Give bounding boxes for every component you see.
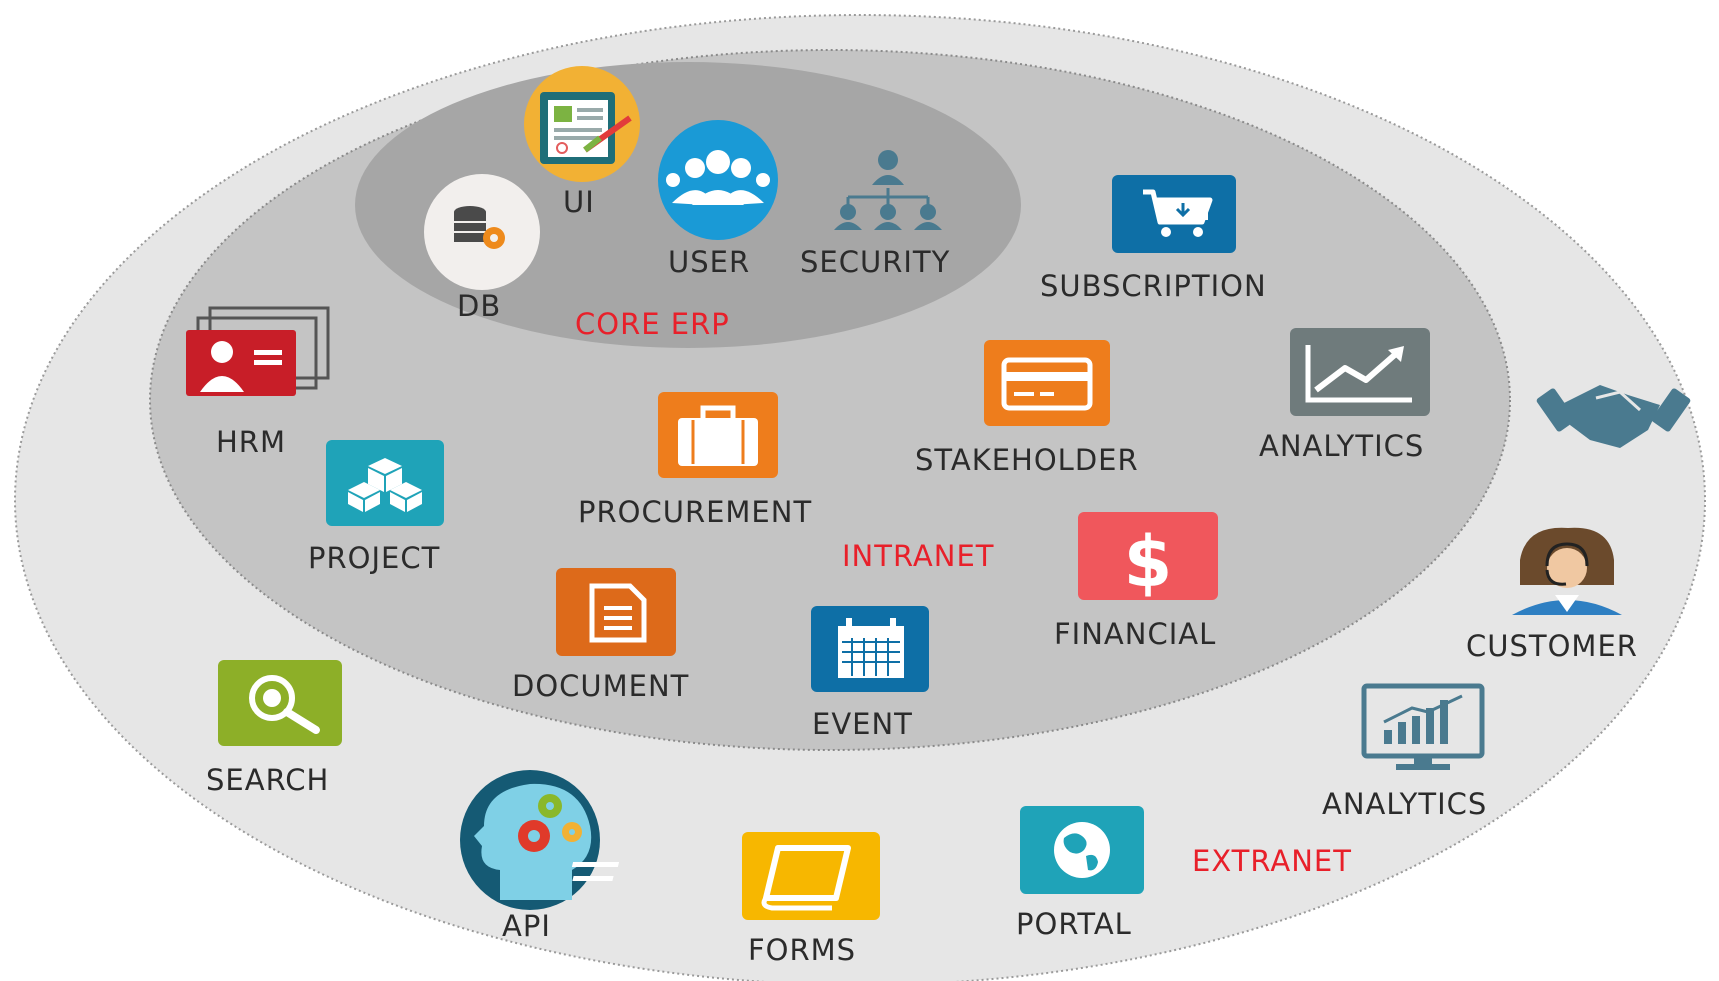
svg-text:$: $ xyxy=(1124,521,1173,603)
customer-support-icon[interactable] xyxy=(1508,527,1626,615)
db-icon[interactable] xyxy=(424,174,540,290)
security-label: SECURITY xyxy=(800,245,950,279)
extranet-label: EXTRANET xyxy=(1192,844,1352,878)
procurement-label: PROCUREMENT xyxy=(578,495,812,529)
calendar-icon[interactable] xyxy=(811,606,929,692)
search-label: SEARCH xyxy=(206,763,329,797)
db-label: DB xyxy=(457,289,501,323)
search-icon[interactable] xyxy=(218,660,342,746)
dollar-icon[interactable]: $ xyxy=(1078,512,1218,603)
cubes-icon[interactable] xyxy=(326,440,444,526)
document-icon[interactable] xyxy=(556,568,676,656)
intranet-label: INTRANET xyxy=(842,539,995,573)
monitor-analytics-icon[interactable] xyxy=(1361,683,1485,770)
shopping-cart-icon[interactable] xyxy=(1112,175,1236,253)
portal-label: PORTAL xyxy=(1016,907,1132,941)
line-chart-icon[interactable] xyxy=(1290,328,1430,416)
analytics-intranet-label: ANALYTICS xyxy=(1259,429,1424,463)
subscription-label: SUBSCRIPTION xyxy=(1040,269,1267,303)
security-hierarchy-icon[interactable] xyxy=(834,150,942,230)
ui-icon[interactable] xyxy=(524,66,640,182)
ui-label: UI xyxy=(563,185,595,219)
core-erp-label: CORE ERP xyxy=(575,307,730,341)
stakeholder-label: STAKEHOLDER xyxy=(915,443,1139,477)
analytics-extranet-label: ANALYTICS xyxy=(1322,787,1487,821)
brain-gears-icon[interactable] xyxy=(460,770,600,910)
id-card-icon[interactable] xyxy=(186,306,330,396)
user-group-icon[interactable] xyxy=(658,120,778,240)
api-label: API xyxy=(502,909,551,943)
forms-label: FORMS xyxy=(748,933,856,967)
document-label: DOCUMENT xyxy=(512,669,689,703)
hrm-label: HRM xyxy=(216,425,286,459)
event-label: EVENT xyxy=(812,707,913,741)
project-label: PROJECT xyxy=(308,541,440,575)
briefcase-icon[interactable] xyxy=(658,392,778,478)
user-label: USER xyxy=(668,245,750,279)
handshake-icon[interactable] xyxy=(1536,385,1692,448)
financial-label: FINANCIAL xyxy=(1054,617,1216,651)
forms-icon[interactable] xyxy=(571,832,880,920)
customer-label: CUSTOMER xyxy=(1466,629,1638,663)
credit-card-icon[interactable] xyxy=(984,340,1110,426)
globe-icon[interactable] xyxy=(1020,806,1144,894)
